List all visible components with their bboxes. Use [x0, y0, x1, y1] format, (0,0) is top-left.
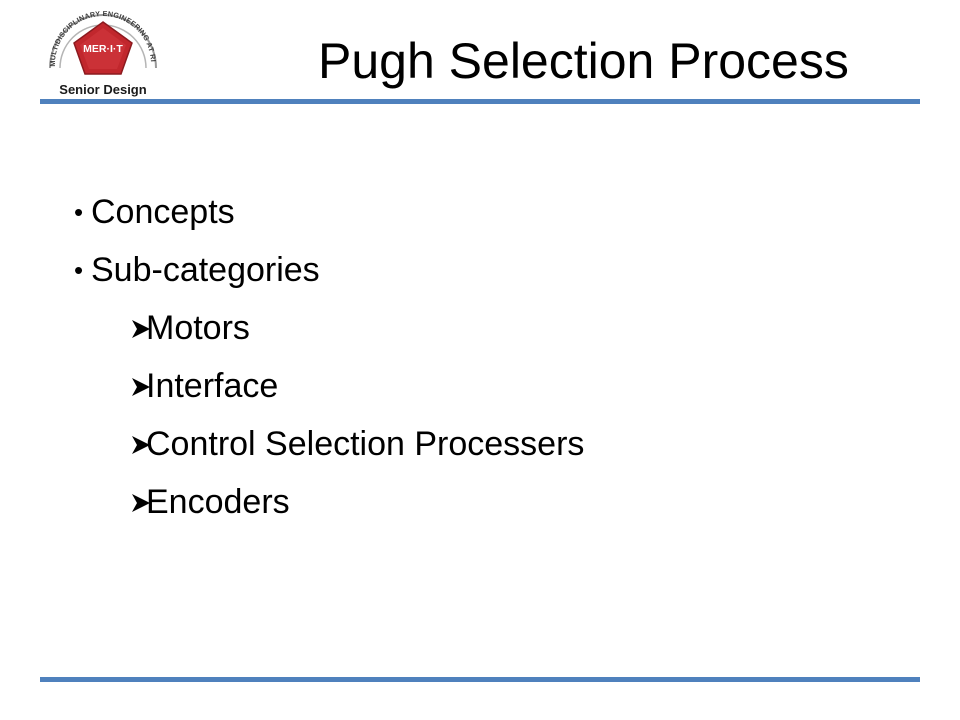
logo-caption: Senior Design: [59, 82, 146, 97]
bullet-item-concepts: • Concepts: [74, 190, 914, 248]
slide-content: • Concepts • Sub-categories Motors Inter…: [74, 190, 914, 538]
logo-emblem-icon: MULTIDISCIPLINARY ENGINEERING AT RIT MER…: [28, 2, 158, 97]
sub-item-interface: Interface: [74, 364, 914, 422]
bullet-dot-icon: •: [74, 197, 84, 227]
arrow-bullet-icon: [130, 318, 152, 340]
bullet-label: Sub-categories: [91, 251, 320, 289]
arrow-bullet-icon: [130, 376, 152, 398]
sub-item-label: Interface: [146, 367, 279, 405]
title-underline: [40, 99, 920, 104]
sub-item-control-selection-processers: Control Selection Processers: [74, 422, 914, 480]
bullet-dot-icon: •: [74, 255, 84, 285]
footer-rule: [40, 677, 920, 682]
arrow-bullet-icon: [130, 492, 152, 514]
bullet-label: Concepts: [91, 193, 235, 231]
logo-emblem-text: MER·I·T: [83, 43, 123, 55]
sub-item-motors: Motors: [74, 306, 914, 364]
arrow-bullet-icon: [130, 434, 152, 456]
senior-design-logo: MULTIDISCIPLINARY ENGINEERING AT RIT MER…: [28, 2, 178, 102]
sub-item-label: Motors: [146, 309, 250, 347]
sub-item-label: Control Selection Processers: [146, 425, 585, 463]
sub-item-encoders: Encoders: [74, 480, 914, 538]
bullet-item-sub-categories: • Sub-categories: [74, 248, 914, 306]
slide-title: Pugh Selection Process: [318, 33, 849, 89]
sub-item-label: Encoders: [146, 483, 290, 521]
